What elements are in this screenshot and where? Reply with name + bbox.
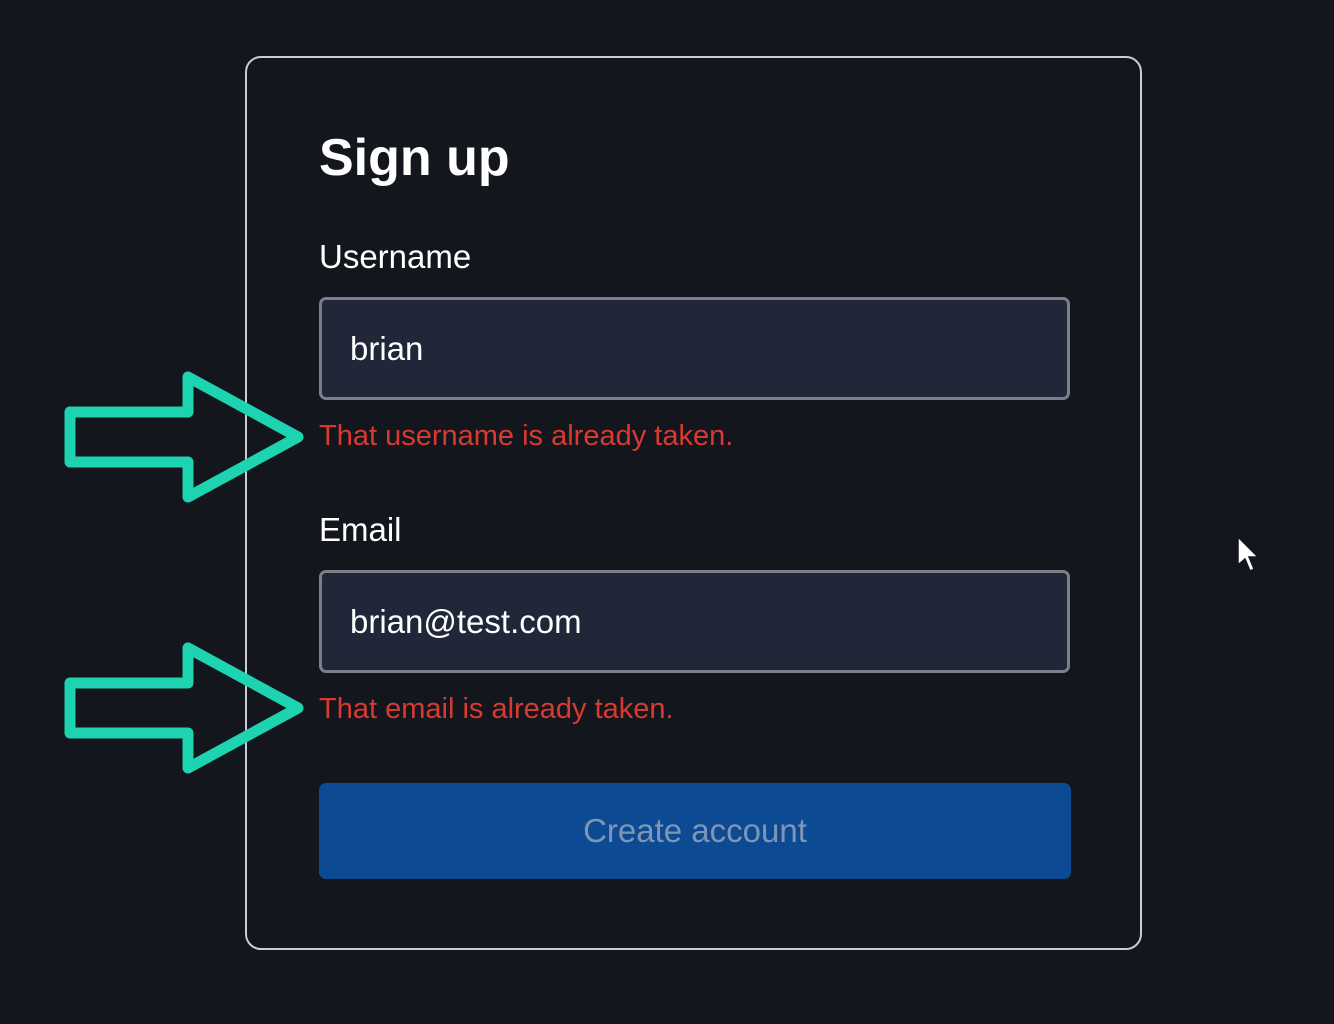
- arrow-annotation-icon: [64, 642, 304, 774]
- create-account-button[interactable]: Create account: [319, 783, 1071, 879]
- mouse-cursor-icon: [1237, 535, 1260, 573]
- username-label: Username: [319, 238, 472, 275]
- arrow-annotation-icon: [64, 371, 304, 503]
- username-error: That username is already taken.: [319, 420, 734, 452]
- page-title: Sign up: [319, 129, 510, 187]
- username-input[interactable]: [319, 297, 1070, 400]
- email-input[interactable]: [319, 570, 1070, 673]
- email-error: That email is already taken.: [319, 693, 674, 725]
- email-label: Email: [319, 511, 402, 548]
